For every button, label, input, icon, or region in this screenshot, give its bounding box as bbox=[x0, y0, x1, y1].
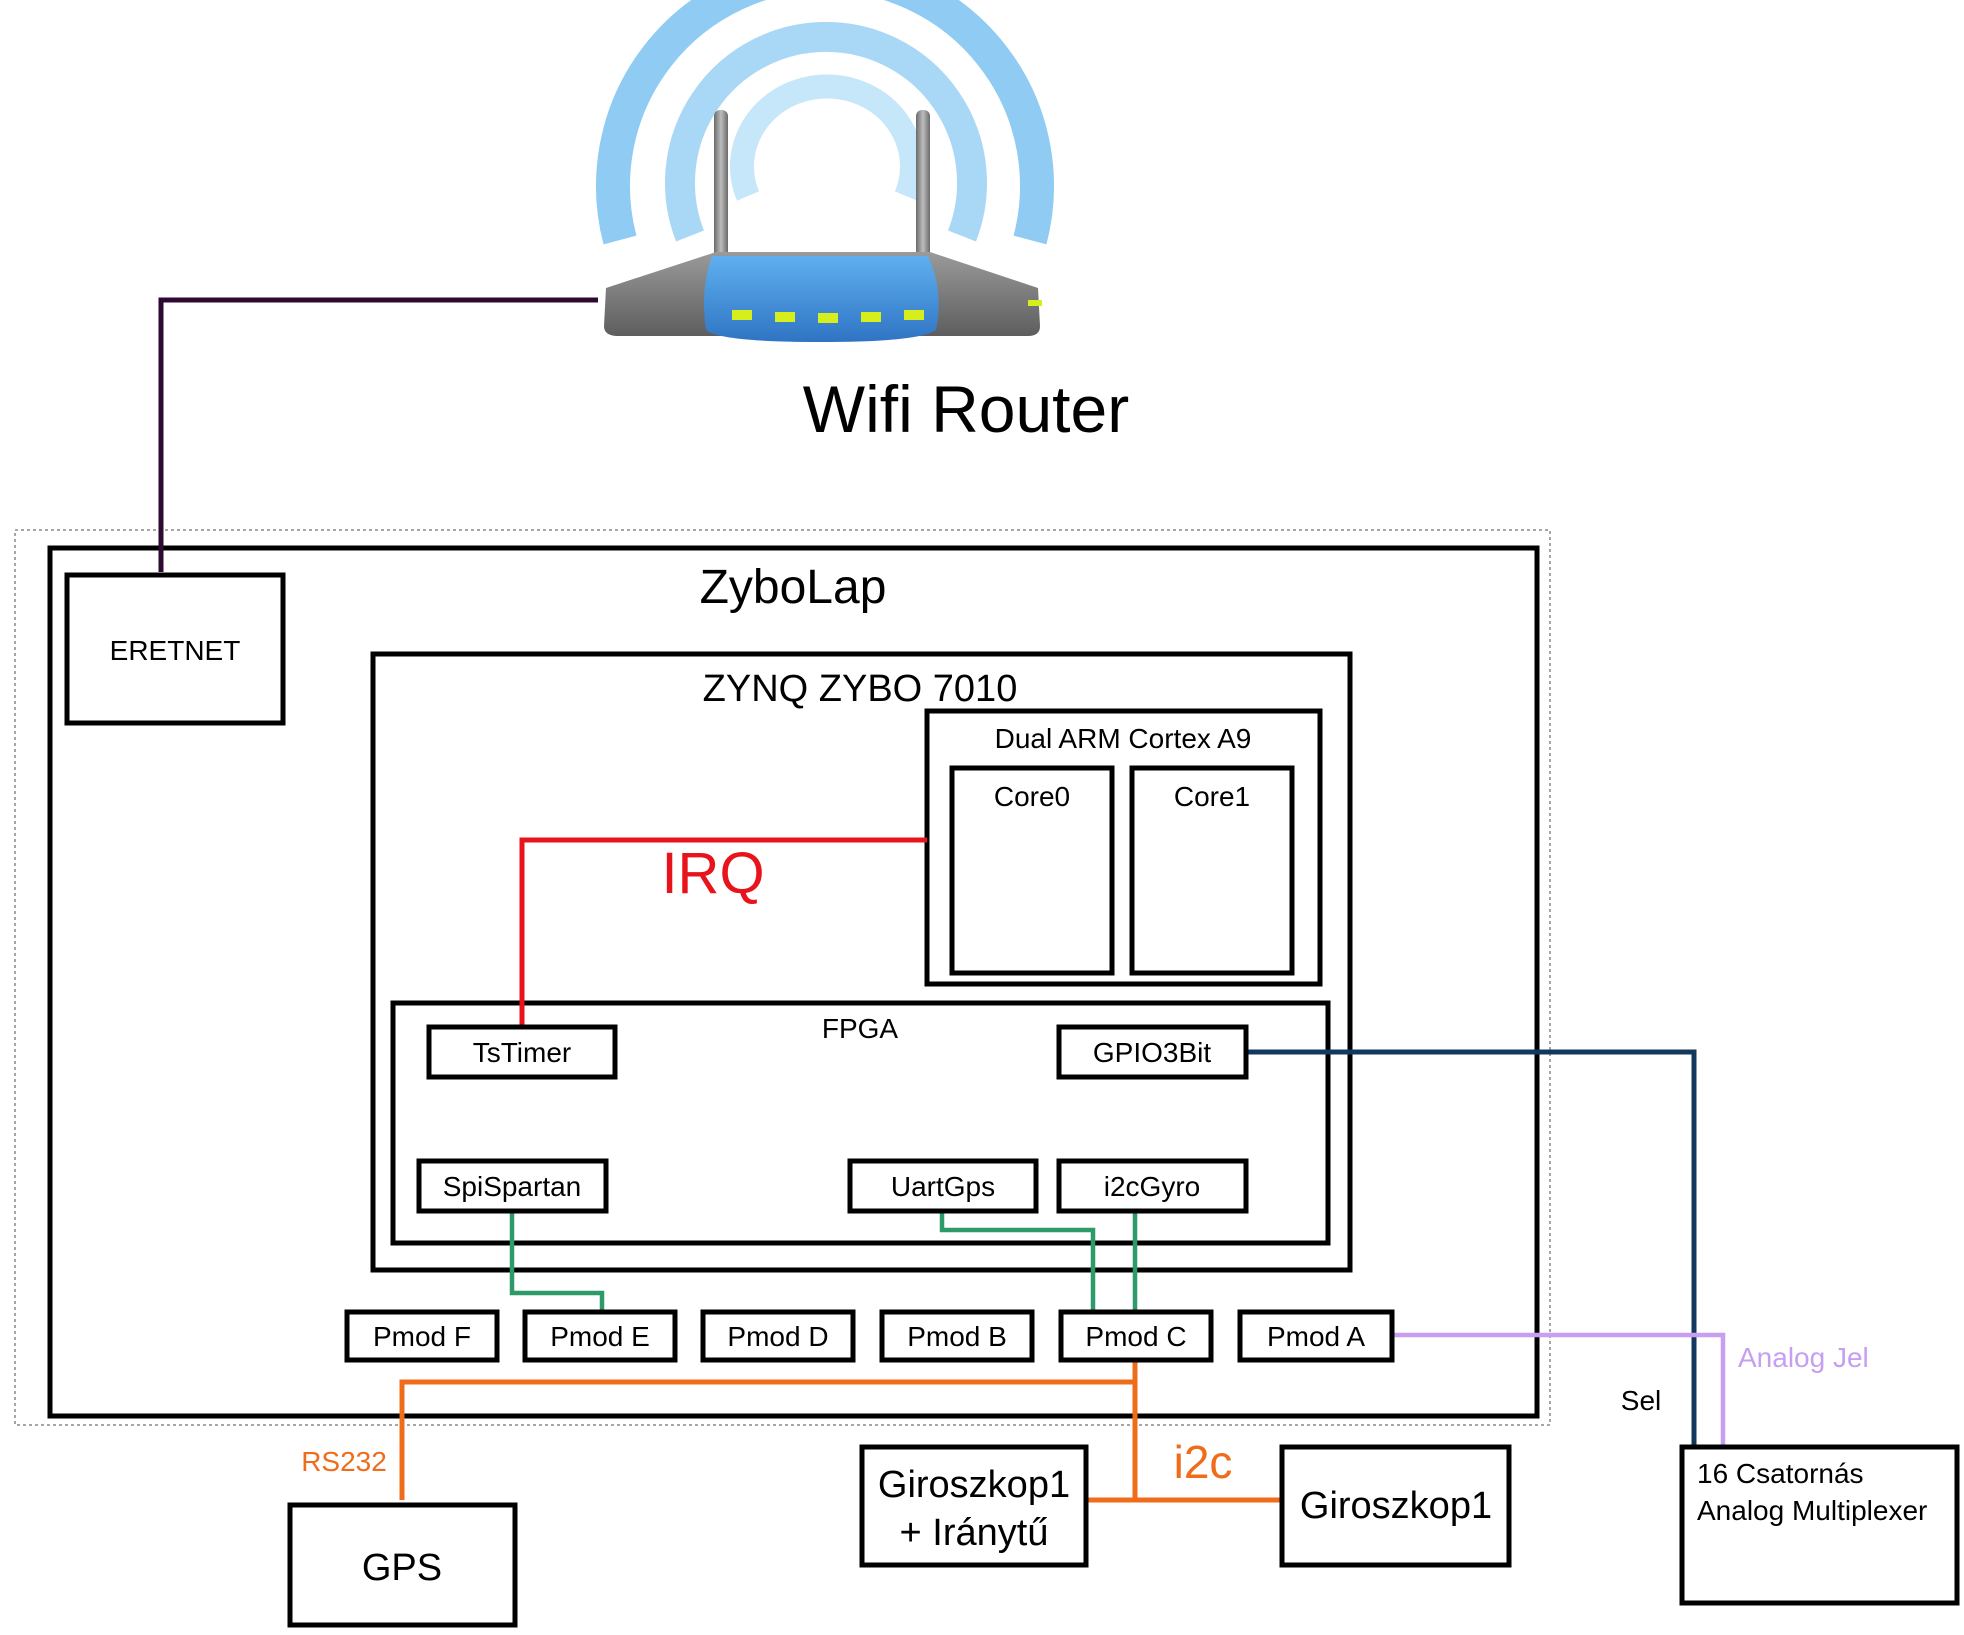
core1-box bbox=[1129, 765, 1295, 976]
ethernet-box bbox=[64, 572, 286, 726]
pmod-d-box bbox=[700, 1309, 856, 1363]
status-leds-icon bbox=[732, 300, 1042, 323]
pmod-c-label: Pmod C bbox=[1085, 1321, 1186, 1352]
i2c-label: i2c bbox=[1174, 1436, 1233, 1488]
wifi-signal-arc-inner bbox=[730, 74, 924, 201]
analog-signal-label: Analog Jel bbox=[1738, 1342, 1869, 1373]
soc-title: ZYNQ ZYBO 7010 bbox=[703, 668, 1018, 710]
wifi-signal-arc-middle bbox=[665, 21, 987, 242]
pmod-e-box bbox=[522, 1309, 678, 1363]
board-dashed-outline bbox=[14, 529, 1551, 1426]
core1-label: Core1 bbox=[1174, 781, 1250, 812]
antenna-left-icon bbox=[714, 110, 728, 260]
arm-title: Dual ARM Cortex A9 bbox=[995, 723, 1252, 754]
ethernet-cable-line bbox=[158, 297, 598, 572]
core0-label: Core0 bbox=[994, 781, 1070, 812]
router-front-panel bbox=[704, 256, 939, 342]
spispartan-module bbox=[416, 1158, 609, 1214]
pmod-f-box bbox=[344, 1309, 500, 1363]
analog-signal-line bbox=[1392, 1332, 1726, 1446]
gyro-compass-box bbox=[859, 1444, 1089, 1568]
board-title: ZyboLap bbox=[700, 561, 887, 614]
pmod-a-box bbox=[1237, 1309, 1395, 1363]
sel-label: Sel bbox=[1621, 1385, 1661, 1416]
rs232-line bbox=[399, 1379, 1135, 1500]
spi-connection-line bbox=[509, 1211, 605, 1312]
ethernet-label: ERETNET bbox=[110, 635, 241, 666]
tstimer-module bbox=[426, 1024, 618, 1080]
i2cgyro-label: i2cGyro bbox=[1104, 1171, 1200, 1202]
mux-label-line2: Analog Multiplexer bbox=[1697, 1495, 1927, 1526]
spispartan-label: SpiSpartan bbox=[443, 1171, 582, 1202]
fpga-title: FPGA bbox=[822, 1013, 899, 1044]
mux-label-line1: 16 Csatornás bbox=[1697, 1458, 1864, 1489]
router-title: Wifi Router bbox=[803, 372, 1129, 446]
antenna-right-icon bbox=[916, 110, 930, 260]
i2cgyro-module bbox=[1056, 1158, 1249, 1214]
uartgps-module bbox=[847, 1158, 1039, 1214]
irq-label: IRQ bbox=[661, 841, 764, 906]
tstimer-label: TsTimer bbox=[473, 1037, 572, 1068]
uartgps-label: UartGps bbox=[891, 1171, 995, 1202]
gps-box bbox=[287, 1502, 518, 1628]
pmod-f-label: Pmod F bbox=[373, 1321, 471, 1352]
gyro-box bbox=[1279, 1444, 1512, 1568]
pmod-c-box bbox=[1058, 1309, 1214, 1363]
irq-line bbox=[519, 837, 927, 1027]
pmod-e-label: Pmod E bbox=[550, 1321, 650, 1352]
pmod-d-label: Pmod D bbox=[727, 1321, 828, 1352]
rs232-label: RS232 bbox=[301, 1446, 387, 1477]
wifi-router-icon bbox=[596, 0, 1054, 342]
gyro-label: Giroszkop1 bbox=[1300, 1485, 1492, 1527]
gpio3bit-label: GPIO3Bit bbox=[1093, 1037, 1211, 1068]
core0-box bbox=[949, 765, 1115, 976]
wifi-signal-arc-outer bbox=[596, 0, 1054, 245]
uart-connection-line bbox=[939, 1211, 1096, 1312]
gyro-compass-label-line1: Giroszkop1 bbox=[878, 1464, 1070, 1506]
pmod-a-label: Pmod A bbox=[1267, 1321, 1365, 1352]
gyro-compass-label-line2: + Iránytű bbox=[900, 1512, 1049, 1554]
pmod-b-box bbox=[879, 1309, 1035, 1363]
gps-label: GPS bbox=[362, 1547, 442, 1589]
gpio3bit-module bbox=[1056, 1024, 1249, 1080]
pmod-b-label: Pmod B bbox=[907, 1321, 1007, 1352]
sel-line bbox=[1246, 1049, 1697, 1446]
analog-multiplexer-box bbox=[1679, 1444, 1960, 1606]
